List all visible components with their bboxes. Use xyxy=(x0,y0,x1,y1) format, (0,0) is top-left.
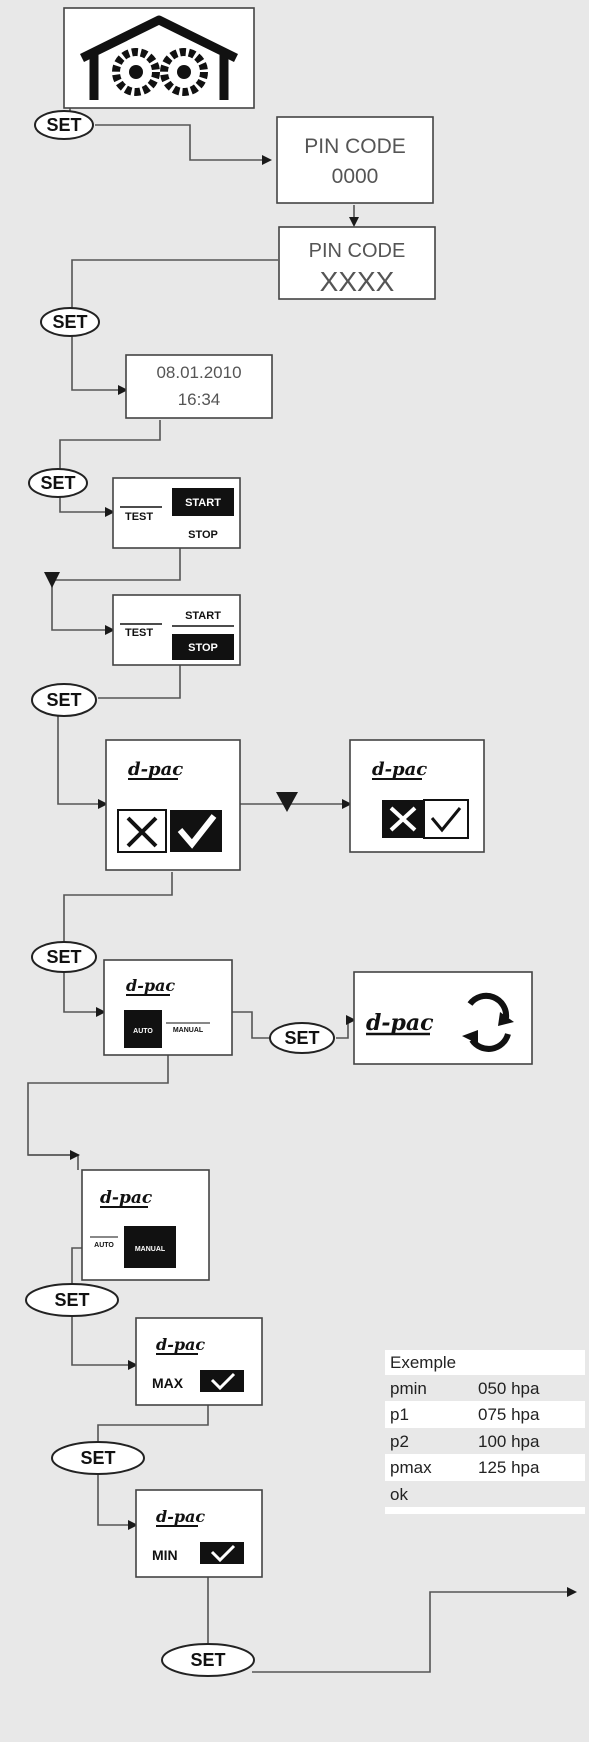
pin-code-label: PIN CODE xyxy=(304,135,406,158)
pin-code-masked: XXXX xyxy=(320,266,395,297)
set-label: SET xyxy=(80,1448,115,1468)
set-button[interactable]: SET xyxy=(25,1283,119,1317)
set-button[interactable]: SET xyxy=(51,1441,145,1475)
down-triangle-icon xyxy=(44,572,60,588)
start-label: START xyxy=(185,610,221,622)
check-icon xyxy=(423,799,469,839)
auto-label: AUTO xyxy=(133,1028,153,1035)
example-row: p2 100 hpa xyxy=(385,1428,585,1454)
test-start-screen: TEST START STOP xyxy=(112,477,241,549)
example-param: p1 xyxy=(390,1405,409,1424)
example-value: 125 hpa xyxy=(478,1458,540,1477)
time-text: 16:34 xyxy=(178,390,221,409)
test-label: TEST xyxy=(125,511,153,523)
start-label: START xyxy=(185,497,221,509)
example-value: 100 hpa xyxy=(478,1432,540,1451)
brand-logo: d-pac xyxy=(372,759,427,780)
brand-logo: d-pac xyxy=(156,1335,205,1354)
example-param: p2 xyxy=(390,1432,409,1451)
manual-label: MANUAL xyxy=(173,1027,204,1034)
auto-manual-screen: d-pac AUTO MANUAL xyxy=(103,959,233,1056)
example-row: pmin 050 hpa xyxy=(385,1375,585,1401)
example-title: Exemple xyxy=(390,1353,456,1372)
brand-logo: d-pac xyxy=(128,759,183,780)
example-table: Exemple pmin 050 hpa p1 075 hpa p2 100 h… xyxy=(385,1350,585,1514)
home-screen xyxy=(63,7,255,109)
set-label: SET xyxy=(54,1290,89,1310)
example-value: 075 hpa xyxy=(478,1405,540,1424)
manual-mode-screen: d-pac AUTO MANUAL xyxy=(81,1169,210,1281)
down-triangle-icon xyxy=(276,792,298,812)
set-button[interactable]: SET xyxy=(31,941,97,973)
check-icon xyxy=(170,810,222,852)
set-button[interactable]: SET xyxy=(161,1643,255,1677)
x-icon xyxy=(382,800,424,838)
test-label: TEST xyxy=(125,627,153,639)
max-label: MAX xyxy=(152,1375,184,1391)
date-text: 08.01.2010 xyxy=(156,363,241,382)
auto-label: AUTO xyxy=(94,1242,114,1249)
set-button[interactable]: SET xyxy=(34,110,94,140)
set-button[interactable]: SET xyxy=(269,1022,335,1054)
example-row: p1 075 hpa xyxy=(390,1405,540,1424)
example-param: pmax xyxy=(390,1458,432,1477)
connector-wires xyxy=(27,58,577,1673)
brand-logo: d-pac xyxy=(126,976,175,995)
home-gears-icon xyxy=(80,15,238,100)
example-value: 050 hpa xyxy=(478,1379,540,1398)
example-row: pmax 125 hpa xyxy=(390,1458,540,1477)
confirm-cross-screen: d-pac xyxy=(349,739,485,853)
min-label: MIN xyxy=(152,1547,178,1563)
check-icon xyxy=(200,1370,244,1392)
set-label: SET xyxy=(46,947,81,967)
set-label: SET xyxy=(40,473,75,493)
test-stop-screen: TEST START STOP xyxy=(112,594,241,666)
set-button[interactable]: SET xyxy=(31,683,97,717)
stop-label: STOP xyxy=(188,529,218,541)
refresh-screen: d-pac xyxy=(353,971,533,1065)
datetime-screen: 08.01.2010 16:34 xyxy=(125,354,273,419)
set-button[interactable]: SET xyxy=(28,468,88,498)
brand-logo: d-pac xyxy=(366,1010,434,1036)
max-screen: d-pac MAX xyxy=(135,1317,263,1406)
confirm-check-screen: d-pac xyxy=(105,739,241,871)
pin-code-value: 0000 xyxy=(332,165,379,188)
set-label: SET xyxy=(52,312,87,332)
brand-logo: d-pac xyxy=(156,1507,205,1526)
manual-label: MANUAL xyxy=(135,1246,166,1253)
set-label: SET xyxy=(190,1650,225,1670)
brand-logo: d-pac xyxy=(100,1188,153,1208)
refresh-icon xyxy=(462,992,514,1052)
pin-code-default-screen: PIN CODE 0000 xyxy=(276,116,434,204)
example-param: pmin xyxy=(390,1379,427,1398)
check-icon xyxy=(200,1542,244,1564)
set-label: SET xyxy=(46,115,81,135)
example-row: ok xyxy=(385,1481,585,1507)
set-label: SET xyxy=(46,690,81,710)
min-screen: d-pac MIN xyxy=(135,1489,263,1578)
example-param: ok xyxy=(390,1485,408,1504)
set-label: SET xyxy=(284,1028,319,1048)
stop-label: STOP xyxy=(188,642,218,654)
pin-code-label: PIN CODE xyxy=(309,240,406,262)
set-button[interactable]: SET xyxy=(40,307,100,337)
pin-code-entry-screen: PIN CODE XXXX xyxy=(278,226,436,300)
x-icon xyxy=(117,809,167,853)
